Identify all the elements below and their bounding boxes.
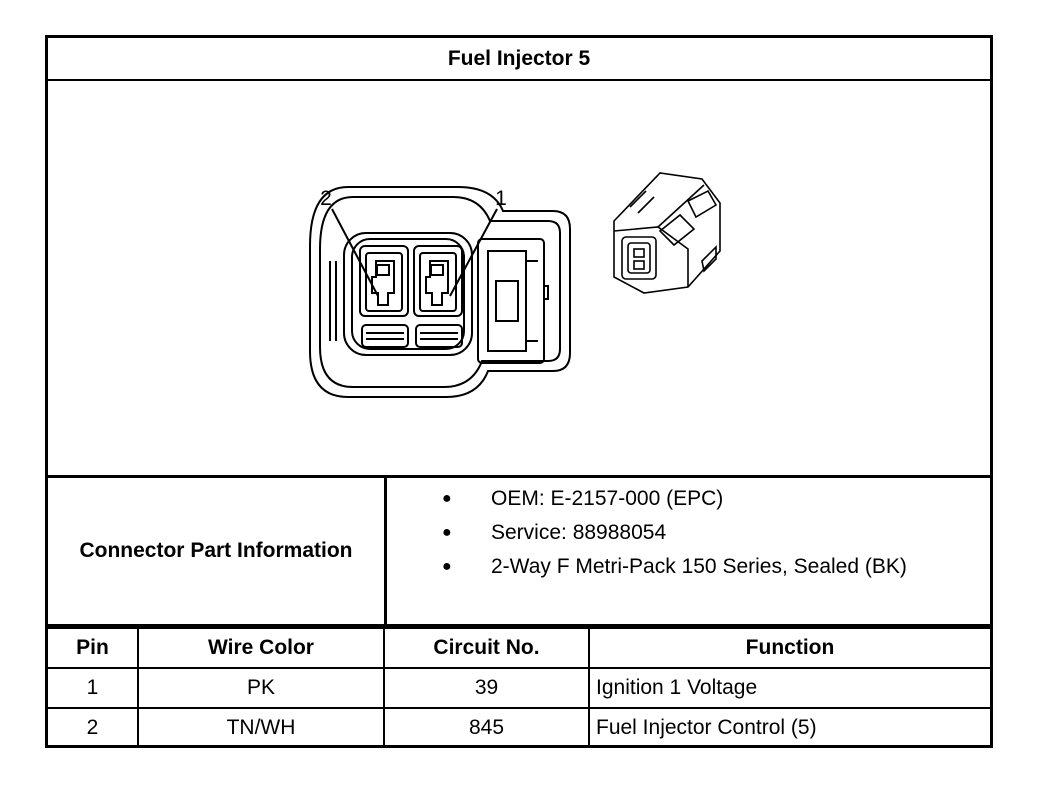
- cell-pin: 1: [48, 667, 139, 709]
- header-pin: Pin: [48, 627, 139, 669]
- cell-pin: 2: [48, 707, 139, 747]
- pin-2-callout: 2: [320, 187, 332, 210]
- table-row: 1 PK 39 Ignition 1 Voltage: [48, 667, 990, 709]
- pin-1-callout: 1: [495, 187, 507, 210]
- connector-sheet: Fuel Injector 5: [45, 35, 993, 748]
- part-info-item-oem: ● OEM: E-2157-000 (EPC): [387, 484, 990, 514]
- bullet-icon: ●: [442, 558, 452, 575]
- connector-iso-view: [613, 172, 721, 294]
- connector-part-info-list: ● OEM: E-2157-000 (EPC) ● Service: 88988…: [387, 478, 990, 627]
- table-row: 2 TN/WH 845 Fuel Injector Control (5): [48, 707, 990, 747]
- cell-circuit-no: 39: [383, 667, 590, 709]
- cell-wire-color: TN/WH: [137, 707, 385, 747]
- part-info-item-description: ● 2-Way F Metri-Pack 150 Series, Sealed …: [387, 552, 990, 582]
- connector-part-info-label: Connector Part Information: [48, 478, 387, 627]
- cell-function: Fuel Injector Control (5): [588, 707, 990, 747]
- connector-face-illustration: 2 1: [309, 172, 721, 398]
- table-header-row: Pin Wire Color Circuit No. Function: [48, 627, 990, 669]
- part-info-item-service: ● Service: 88988054: [387, 518, 990, 548]
- header-circuit-no: Circuit No.: [383, 627, 590, 669]
- cell-function: Ignition 1 Voltage: [588, 667, 990, 709]
- connector-drawing: 2 1: [48, 81, 990, 478]
- bullet-icon: ●: [442, 490, 452, 507]
- header-function: Function: [588, 627, 990, 669]
- cell-circuit-no: 845: [383, 707, 590, 747]
- cell-wire-color: PK: [137, 667, 385, 709]
- page-title: Fuel Injector 5: [48, 38, 990, 81]
- bullet-icon: ●: [442, 524, 452, 541]
- header-wire-color: Wire Color: [137, 627, 385, 669]
- pin-table: Pin Wire Color Circuit No. Function 1 PK…: [48, 627, 990, 747]
